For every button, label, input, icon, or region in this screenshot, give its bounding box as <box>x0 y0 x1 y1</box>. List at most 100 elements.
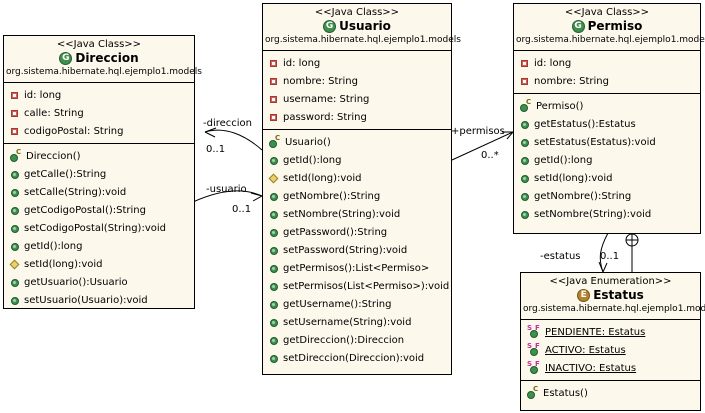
attribute-row[interactable]: calle: String <box>4 104 194 122</box>
method-row[interactable]: C Direccion() <box>4 147 194 165</box>
attribute-text: username: String <box>283 93 370 105</box>
attribute-text: nombre: String <box>283 75 358 87</box>
class-box-direccion[interactable]: <<Java Class>> G Direccion org.sistema.h… <box>3 35 202 309</box>
attribute-row[interactable]: nombre: String <box>514 72 700 90</box>
method-row[interactable]: getNombre():String <box>514 187 700 205</box>
method-text: getCodigoPostal():String <box>24 204 146 216</box>
class-title-direccion: G Direccion <box>6 51 192 66</box>
public-method-icon <box>10 241 21 252</box>
public-method-icon <box>520 191 531 202</box>
public-method-icon <box>10 187 21 198</box>
public-method-icon <box>269 191 280 202</box>
method-row[interactable]: C Estatus() <box>521 384 700 402</box>
class-box-estatus[interactable]: <<Java Enumeration>> E Estatus org.siste… <box>520 272 705 411</box>
attribute-icon <box>269 58 280 69</box>
method-row[interactable]: setCalle(String):void <box>4 183 194 201</box>
method-row[interactable]: setId(long):void <box>514 169 700 187</box>
attribute-icon <box>520 76 531 87</box>
constructor-icon: C <box>10 148 23 162</box>
method-row[interactable]: getId():long <box>4 237 194 255</box>
class-title-estatus: E Estatus <box>523 288 698 303</box>
methods-compartment-permiso: C Permiso() getEstatus():Estatus setEsta… <box>514 94 700 226</box>
package-label: org.sistema.hibernate.hql.ejemplo1.model… <box>6 67 202 77</box>
method-row[interactable]: getPassword():String <box>263 223 451 241</box>
class-badge-icon: G <box>571 20 585 33</box>
class-header-estatus: <<Java Enumeration>> E Estatus org.siste… <box>521 273 705 319</box>
class-badge-icon: G <box>59 52 73 65</box>
class-box-usuario[interactable]: <<Java Class>> G Usuario org.sistema.hib… <box>262 3 461 375</box>
attribute-text: nombre: String <box>534 75 609 87</box>
method-text: setCodigoPostal(String):void <box>24 222 166 234</box>
method-text: Estatus() <box>543 387 588 399</box>
method-row[interactable]: getUsername():String <box>263 295 451 313</box>
method-row[interactable]: getNombre():String <box>263 187 451 205</box>
method-text: getId():long <box>534 154 593 166</box>
method-text: getPermisos():List<Permiso> <box>283 262 430 274</box>
attribute-row[interactable]: username: String <box>263 90 451 108</box>
attribute-row[interactable]: id: long <box>4 86 194 104</box>
method-row[interactable]: getDireccion():Direccion <box>263 331 451 349</box>
method-row[interactable]: C Permiso() <box>514 97 700 115</box>
enum-constant-text: INACTIVO: Estatus <box>545 362 637 374</box>
method-text: setNombre(String):void <box>534 208 652 220</box>
methods-compartment-usuario: C Usuario() getId():long setId(long):voi… <box>263 130 451 370</box>
method-row[interactable]: setCodigoPostal(String):void <box>4 219 194 237</box>
divider <box>263 50 451 51</box>
attribute-row[interactable]: id: long <box>263 54 451 72</box>
attribute-row[interactable]: password: String <box>263 108 451 126</box>
method-row[interactable]: getCodigoPostal():String <box>4 201 194 219</box>
method-row[interactable]: C Usuario() <box>263 133 451 151</box>
divider <box>263 129 451 130</box>
method-row[interactable]: setId(long):void <box>4 255 194 273</box>
public-method-icon <box>269 281 280 292</box>
method-text: setUsername(String):void <box>283 316 412 328</box>
method-row[interactable]: setPermisos(List<Permiso>):void <box>263 277 451 295</box>
method-text: setPassword(String):void <box>283 244 408 256</box>
relationship-multiplicity-usuario: 0..1 <box>232 204 252 215</box>
method-row[interactable]: setDireccion(Direccion):void <box>263 349 451 367</box>
class-name-text: Estatus <box>593 288 644 302</box>
public-method-icon <box>520 209 531 220</box>
method-row[interactable]: setUsername(String):void <box>263 313 451 331</box>
attribute-row[interactable]: id: long <box>514 54 700 72</box>
attribute-text: codigoPostal: String <box>24 125 124 137</box>
class-box-permiso[interactable]: <<Java Class>> G Permiso org.sistema.hib… <box>513 3 705 234</box>
enum-badge-icon: E <box>577 289 591 302</box>
attributes-compartment-permiso: id: long nombre: String <box>514 51 700 93</box>
attribute-text: id: long <box>534 57 572 69</box>
method-row[interactable]: setNombre(String):void <box>263 205 451 223</box>
method-row[interactable]: setEstatus(Estatus):void <box>514 133 700 151</box>
method-row[interactable]: setId(long):void <box>263 169 451 187</box>
method-text: setCalle(String):void <box>24 186 127 198</box>
method-text: setId(long):void <box>534 172 613 184</box>
public-method-icon <box>520 173 531 184</box>
method-row[interactable]: getPermisos():List<Permiso> <box>263 259 451 277</box>
method-row[interactable]: setUsuario(Usuario):void <box>4 291 194 309</box>
method-row[interactable]: setPassword(String):void <box>263 241 451 259</box>
method-row[interactable]: getUsuario():Usuario <box>4 273 194 291</box>
method-row[interactable]: getEstatus():Estatus <box>514 115 700 133</box>
method-text: getPassword():String <box>283 226 388 238</box>
method-row[interactable]: setNombre(String):void <box>514 205 700 223</box>
attribute-text: calle: String <box>24 107 84 119</box>
method-text: setDireccion(Direccion):void <box>283 352 425 364</box>
method-row[interactable]: getId():long <box>514 151 700 169</box>
attribute-icon <box>10 90 21 101</box>
public-method-icon <box>520 119 531 130</box>
method-text: Usuario() <box>285 136 331 148</box>
package-label: org.sistema.hibernate.hql.ejemplo1.model… <box>265 35 461 45</box>
method-text: getEstatus():Estatus <box>534 118 636 130</box>
public-method-icon <box>269 155 280 166</box>
method-row[interactable]: getId():long <box>263 151 451 169</box>
attribute-row[interactable]: codigoPostal: String <box>4 122 194 140</box>
public-method-icon <box>10 277 21 288</box>
method-text: setNombre(String):void <box>283 208 401 220</box>
method-row[interactable]: getCalle():String <box>4 165 194 183</box>
attribute-icon <box>10 126 21 137</box>
attribute-row[interactable]: nombre: String <box>263 72 451 90</box>
